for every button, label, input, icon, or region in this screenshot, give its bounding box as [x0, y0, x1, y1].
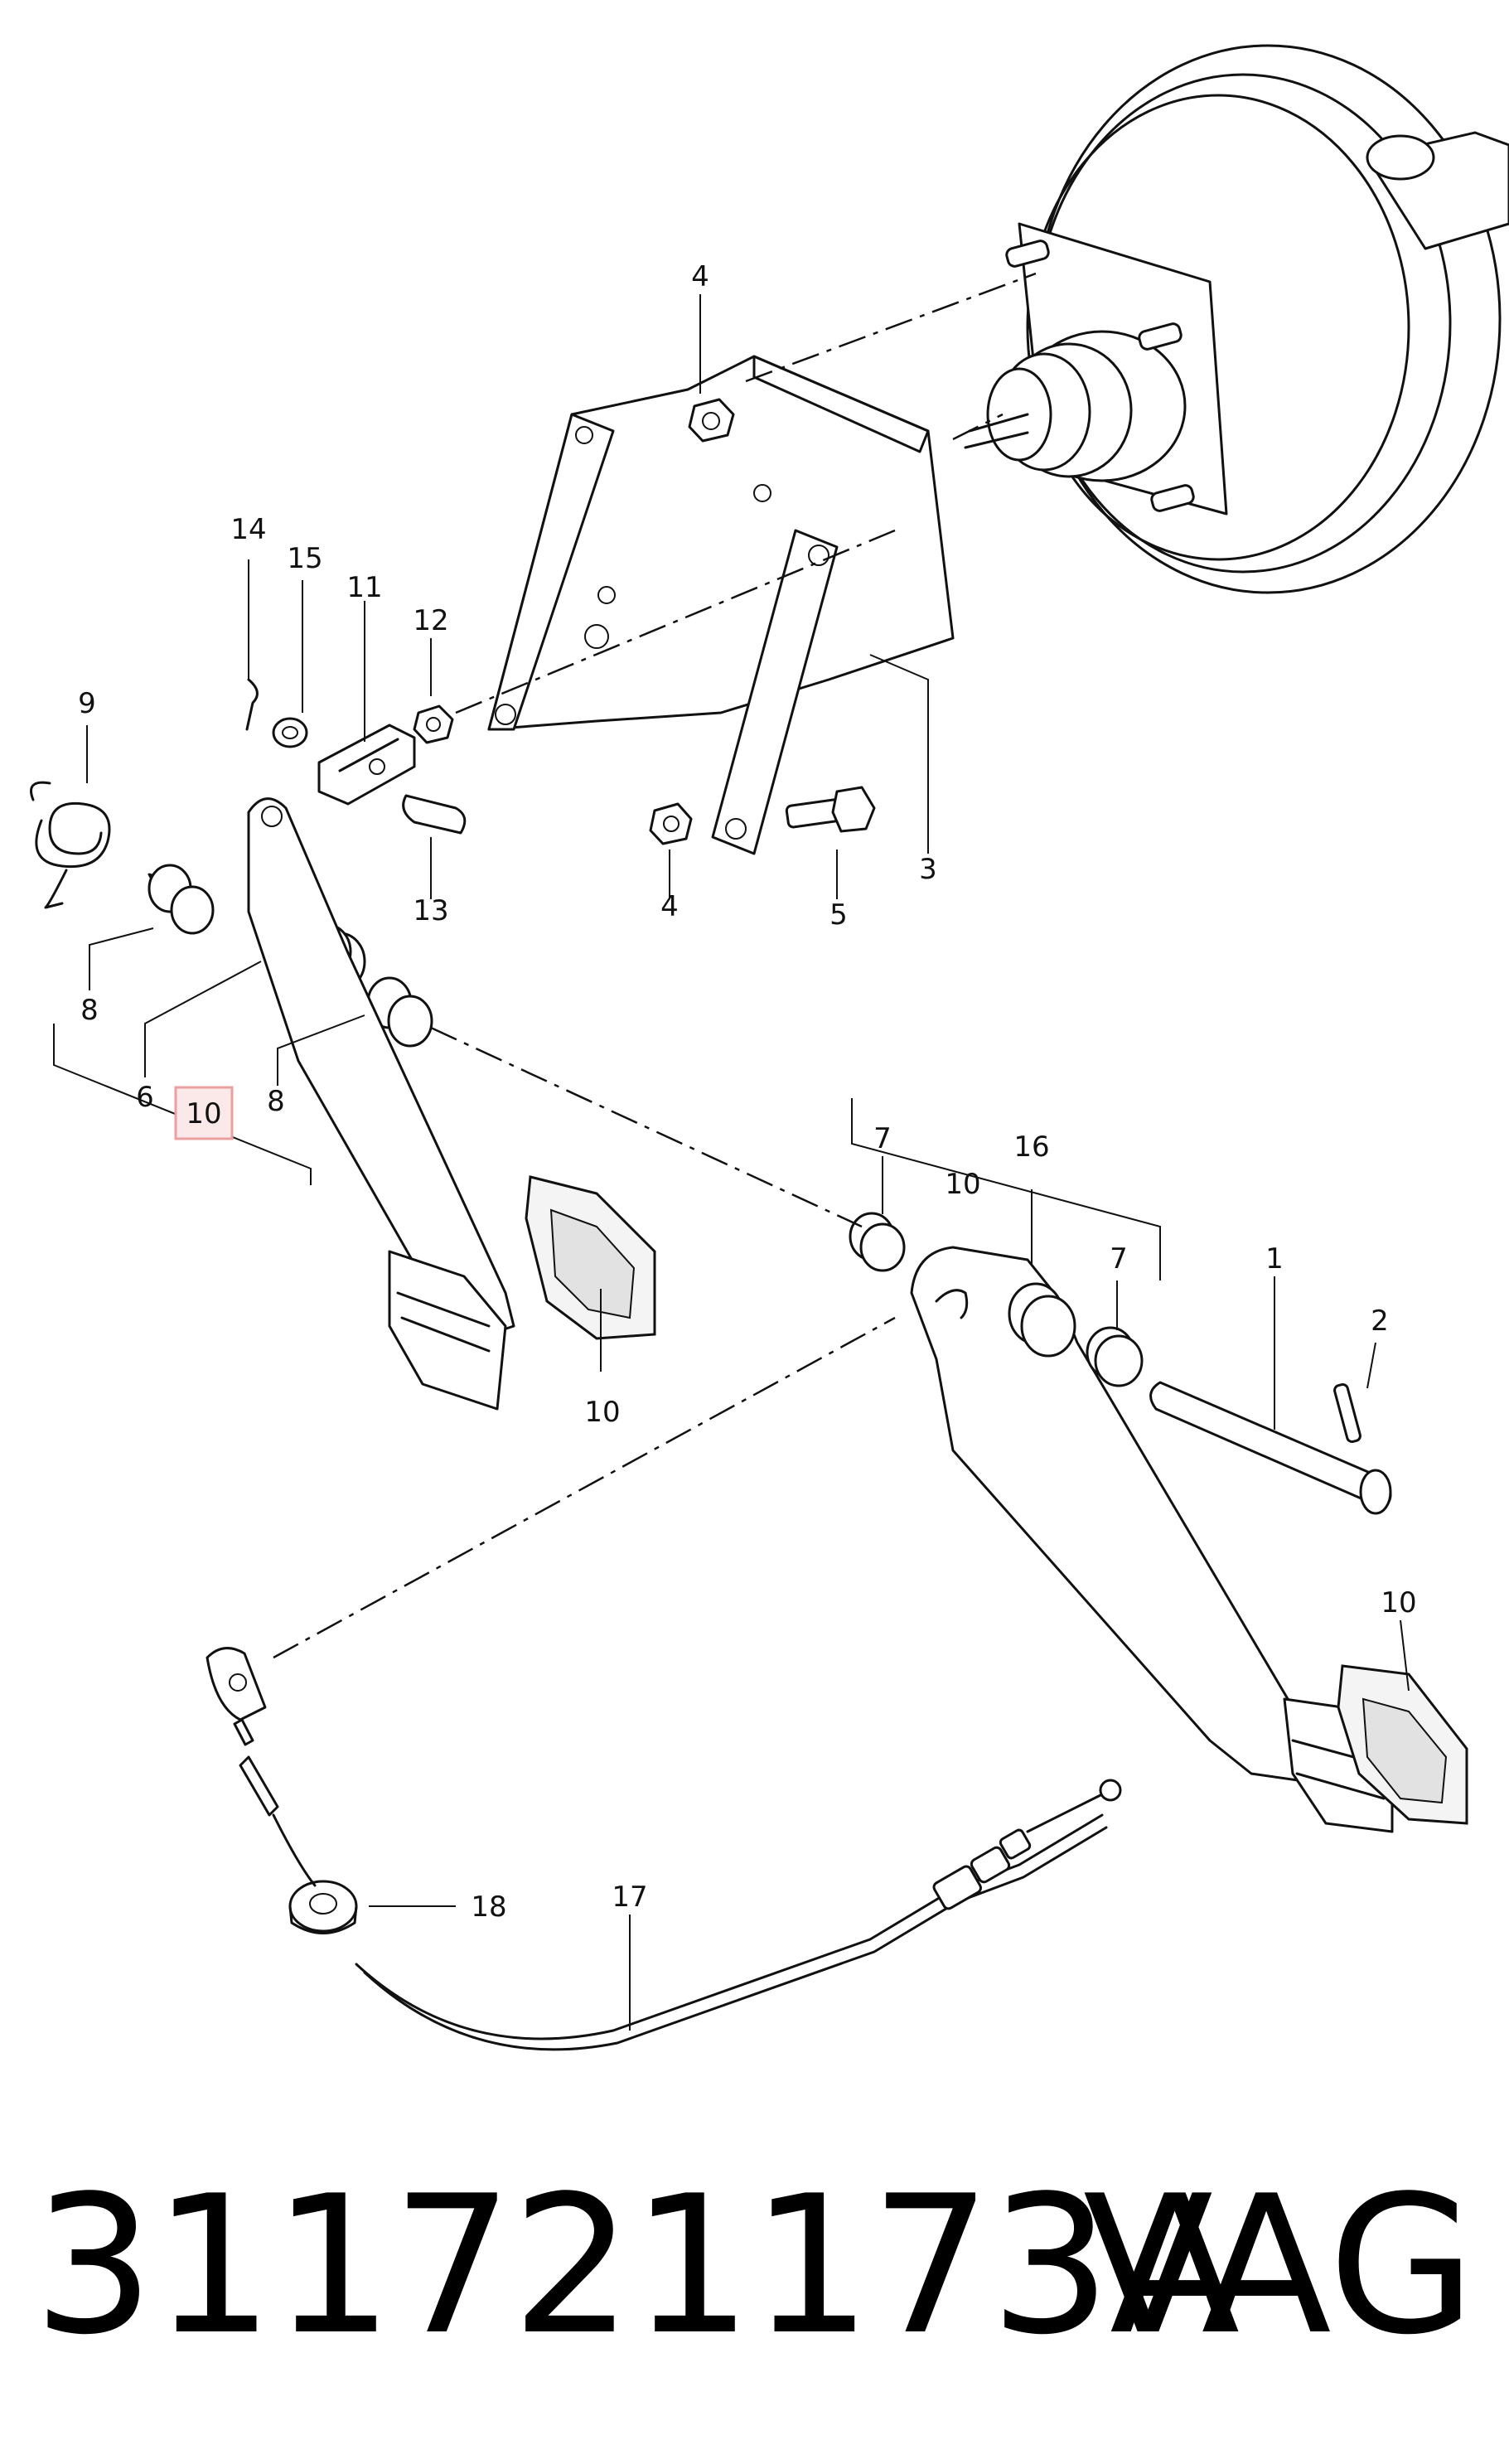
- bushing-7-right: [1086, 1326, 1144, 1387]
- spring: [30, 781, 111, 909]
- callout-16: 16: [1013, 1130, 1049, 1164]
- callout-10-pad-right: 10: [1381, 1586, 1416, 1619]
- pedal-right: [910, 1246, 1394, 1833]
- roll-pin: [1333, 1382, 1361, 1444]
- exploded-parts-diagram: 4 14 15 11 12 9 13 4 5 3 8 6 10 8 7 10 1…: [30, 44, 1509, 2051]
- shaft: [1149, 1381, 1392, 1515]
- bushing-7-left: [849, 1212, 906, 1272]
- callout-18: 18: [471, 1890, 506, 1924]
- pad-right: [1337, 1664, 1468, 1825]
- callout-10-pad-left: 10: [584, 1396, 620, 1429]
- callout-9: 9: [78, 687, 96, 720]
- callout-7-right: 7: [1110, 1242, 1128, 1276]
- callouts: 4 14 15 11 12 9 13 4 5 3 8 6 10 8 7 10 1…: [78, 260, 1416, 1924]
- part-number: 311721173A: [33, 2156, 1240, 2377]
- callout-10-highlight: 10: [186, 1097, 221, 1130]
- pad-left: [525, 1175, 656, 1340]
- callout-12: 12: [413, 604, 448, 637]
- callout-highlight: [174, 1086, 234, 1140]
- callout-14: 14: [230, 513, 266, 546]
- boss-16: [1008, 1282, 1076, 1358]
- callout-7-left: 7: [873, 1122, 892, 1155]
- leader-lines: [53, 294, 1410, 2031]
- clevis: [317, 724, 416, 806]
- callout-3: 3: [919, 853, 937, 886]
- callout-2: 2: [1371, 1305, 1389, 1338]
- nut-top: [688, 398, 735, 443]
- assembly-lines: [273, 272, 1037, 1659]
- cable-end: [206, 1647, 279, 1817]
- pedal-left: [247, 797, 515, 1411]
- pin-13: [402, 794, 467, 835]
- bolt: [785, 786, 876, 833]
- callout-4-bottom: 4: [660, 890, 679, 923]
- callout-8-mid: 8: [267, 1085, 285, 1118]
- brand-name: VAG: [1082, 2156, 1476, 2377]
- pedal-bracket: [487, 355, 955, 855]
- callout-5: 5: [829, 898, 848, 932]
- nut-small: [413, 704, 454, 744]
- callout-11: 11: [346, 571, 382, 604]
- washer: [272, 717, 308, 748]
- callout-15: 15: [287, 542, 322, 575]
- callout-6: 6: [136, 1081, 154, 1114]
- callout-17: 17: [612, 1881, 647, 1914]
- bushing-left: [148, 864, 215, 935]
- callout-13: 13: [413, 894, 448, 927]
- cotter-pin: [245, 678, 259, 731]
- grommet: [288, 1880, 358, 1934]
- callout-1: 1: [1265, 1242, 1284, 1276]
- nut-bottom: [649, 802, 693, 845]
- callout-10-mid: 10: [945, 1168, 980, 1201]
- callout-4-top: 4: [691, 260, 709, 293]
- cable: [272, 1779, 1122, 2051]
- brake-booster: [964, 44, 1509, 594]
- callout-8-left: 8: [80, 994, 99, 1027]
